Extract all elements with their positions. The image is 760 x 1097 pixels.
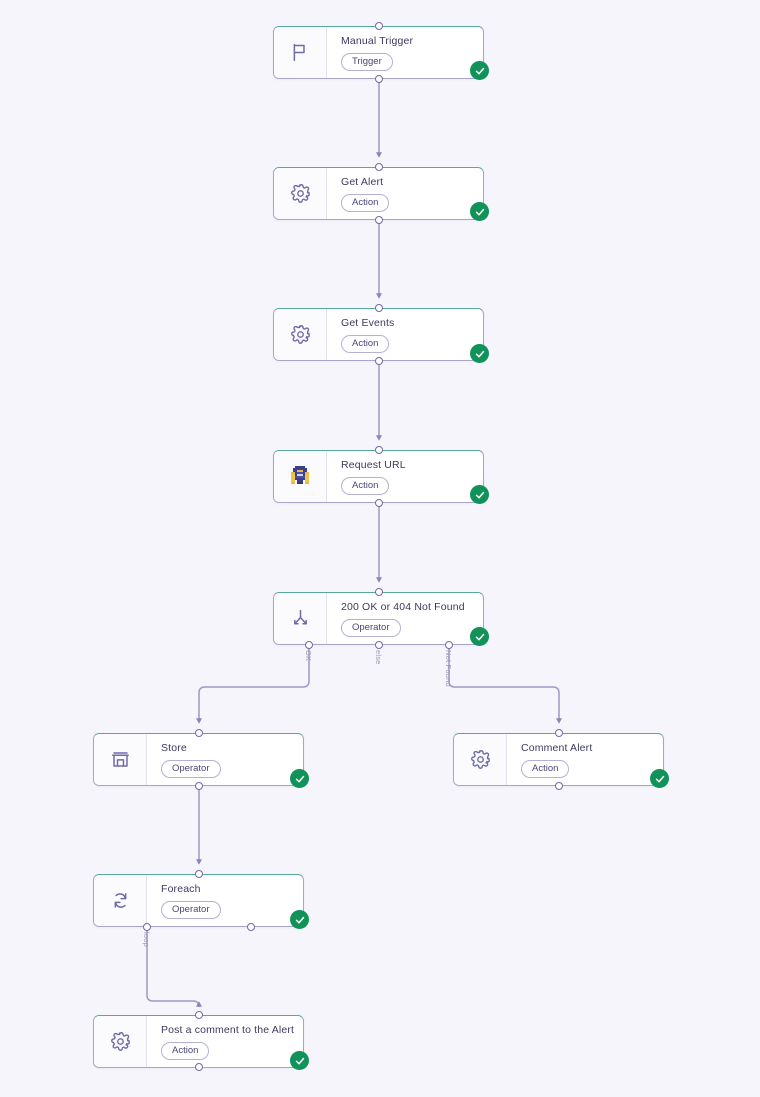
node-title: Comment Alert	[521, 742, 593, 754]
node-body: Foreach Operator	[147, 875, 303, 926]
node-body: Post a comment to the Alert Action	[147, 1016, 303, 1067]
status-badge-foreach	[290, 910, 309, 929]
node-title: Request URL	[341, 459, 406, 471]
port-out-branch-not-found[interactable]	[445, 641, 453, 649]
node-request-url[interactable]: Request URL Action	[273, 450, 484, 503]
port-in-store[interactable]	[195, 729, 203, 737]
edge-branch-notfound-to-comment-alert	[448, 645, 562, 724]
node-body: Get Alert Action	[327, 168, 483, 219]
node-type-badge: Operator	[161, 760, 221, 778]
port-out-manual-trigger[interactable]	[375, 75, 383, 83]
node-title: Foreach	[161, 883, 201, 895]
node-manual-trigger[interactable]: Manual Trigger Trigger	[273, 26, 484, 79]
node-body: Store Operator	[147, 734, 303, 785]
port-out-branch-else[interactable]	[375, 641, 383, 649]
node-post-comment[interactable]: Post a comment to the Alert Action	[93, 1015, 304, 1068]
port-in-comment-alert[interactable]	[555, 729, 563, 737]
node-body: Request URL Action	[327, 451, 483, 502]
port-in-get-alert[interactable]	[375, 163, 383, 171]
node-get-alert[interactable]: Get Alert Action	[273, 167, 484, 220]
edge-foreach-loop-to-post-comment	[146, 927, 202, 1008]
port-in-post-comment[interactable]	[195, 1011, 203, 1019]
pixel-robot-icon	[274, 451, 327, 502]
gear-icon	[274, 168, 327, 219]
node-type-badge: Trigger	[341, 53, 393, 71]
status-badge-branch	[470, 627, 489, 646]
port-out-foreach-loop[interactable]	[143, 923, 151, 931]
loop-icon	[94, 875, 147, 926]
status-badge-manual-trigger	[470, 61, 489, 80]
branch-icon	[274, 593, 327, 644]
node-branch-200-404[interactable]: 200 OK or 404 Not Found Operator	[273, 592, 484, 645]
port-out-comment-alert[interactable]	[555, 782, 563, 790]
node-type-badge: Action	[341, 335, 390, 353]
edge-branch-ok-to-store	[196, 645, 310, 724]
edge-label-not-found: Not Found	[444, 650, 453, 687]
node-type-badge: Action	[521, 760, 570, 778]
port-out-get-alert[interactable]	[375, 216, 383, 224]
node-title: Store	[161, 742, 187, 754]
port-in-request-url[interactable]	[375, 446, 383, 454]
node-body: Comment Alert Action	[507, 734, 663, 785]
flag-icon	[274, 27, 327, 78]
port-in-foreach[interactable]	[195, 870, 203, 878]
port-out-post-comment[interactable]	[195, 1063, 203, 1071]
port-out-request-url[interactable]	[375, 499, 383, 507]
gear-icon	[94, 1016, 147, 1067]
status-badge-store	[290, 769, 309, 788]
port-in-branch[interactable]	[375, 588, 383, 596]
node-type-badge: Operator	[341, 619, 401, 637]
node-type-badge: Action	[341, 194, 390, 212]
status-badge-get-events	[470, 344, 489, 363]
port-in-get-events[interactable]	[375, 304, 383, 312]
status-badge-post-comment	[290, 1051, 309, 1070]
node-title: Post a comment to the Alert	[161, 1024, 295, 1036]
node-get-events[interactable]: Get Events Action	[273, 308, 484, 361]
node-body: 200 OK or 404 Not Found Operator	[327, 593, 483, 644]
edge-label-else: else	[374, 650, 383, 665]
node-type-badge: Action	[341, 477, 390, 495]
port-in-manual-trigger[interactable]	[375, 22, 383, 30]
port-out-branch-ok[interactable]	[305, 641, 313, 649]
node-body: Get Events Action	[327, 309, 483, 360]
gear-icon	[274, 309, 327, 360]
node-title: Get Events	[341, 317, 395, 329]
edge-label-loop: loop	[142, 932, 151, 947]
port-out-store[interactable]	[195, 782, 203, 790]
node-type-badge: Action	[161, 1042, 210, 1060]
node-title: Manual Trigger	[341, 35, 414, 47]
node-comment-alert[interactable]: Comment Alert Action	[453, 733, 664, 786]
status-badge-get-alert	[470, 202, 489, 221]
port-out-get-events[interactable]	[375, 357, 383, 365]
status-badge-request-url	[470, 485, 489, 504]
gear-icon	[454, 734, 507, 785]
node-body: Manual Trigger Trigger	[327, 27, 483, 78]
edge-label-ok: OK	[304, 650, 313, 662]
port-out-foreach-done[interactable]	[247, 923, 255, 931]
node-type-badge: Operator	[161, 901, 221, 919]
store-icon	[94, 734, 147, 785]
node-title: 200 OK or 404 Not Found	[341, 601, 465, 613]
node-store[interactable]: Store Operator	[93, 733, 304, 786]
status-badge-comment-alert	[650, 769, 669, 788]
node-foreach[interactable]: Foreach Operator	[93, 874, 304, 927]
node-title: Get Alert	[341, 176, 384, 188]
